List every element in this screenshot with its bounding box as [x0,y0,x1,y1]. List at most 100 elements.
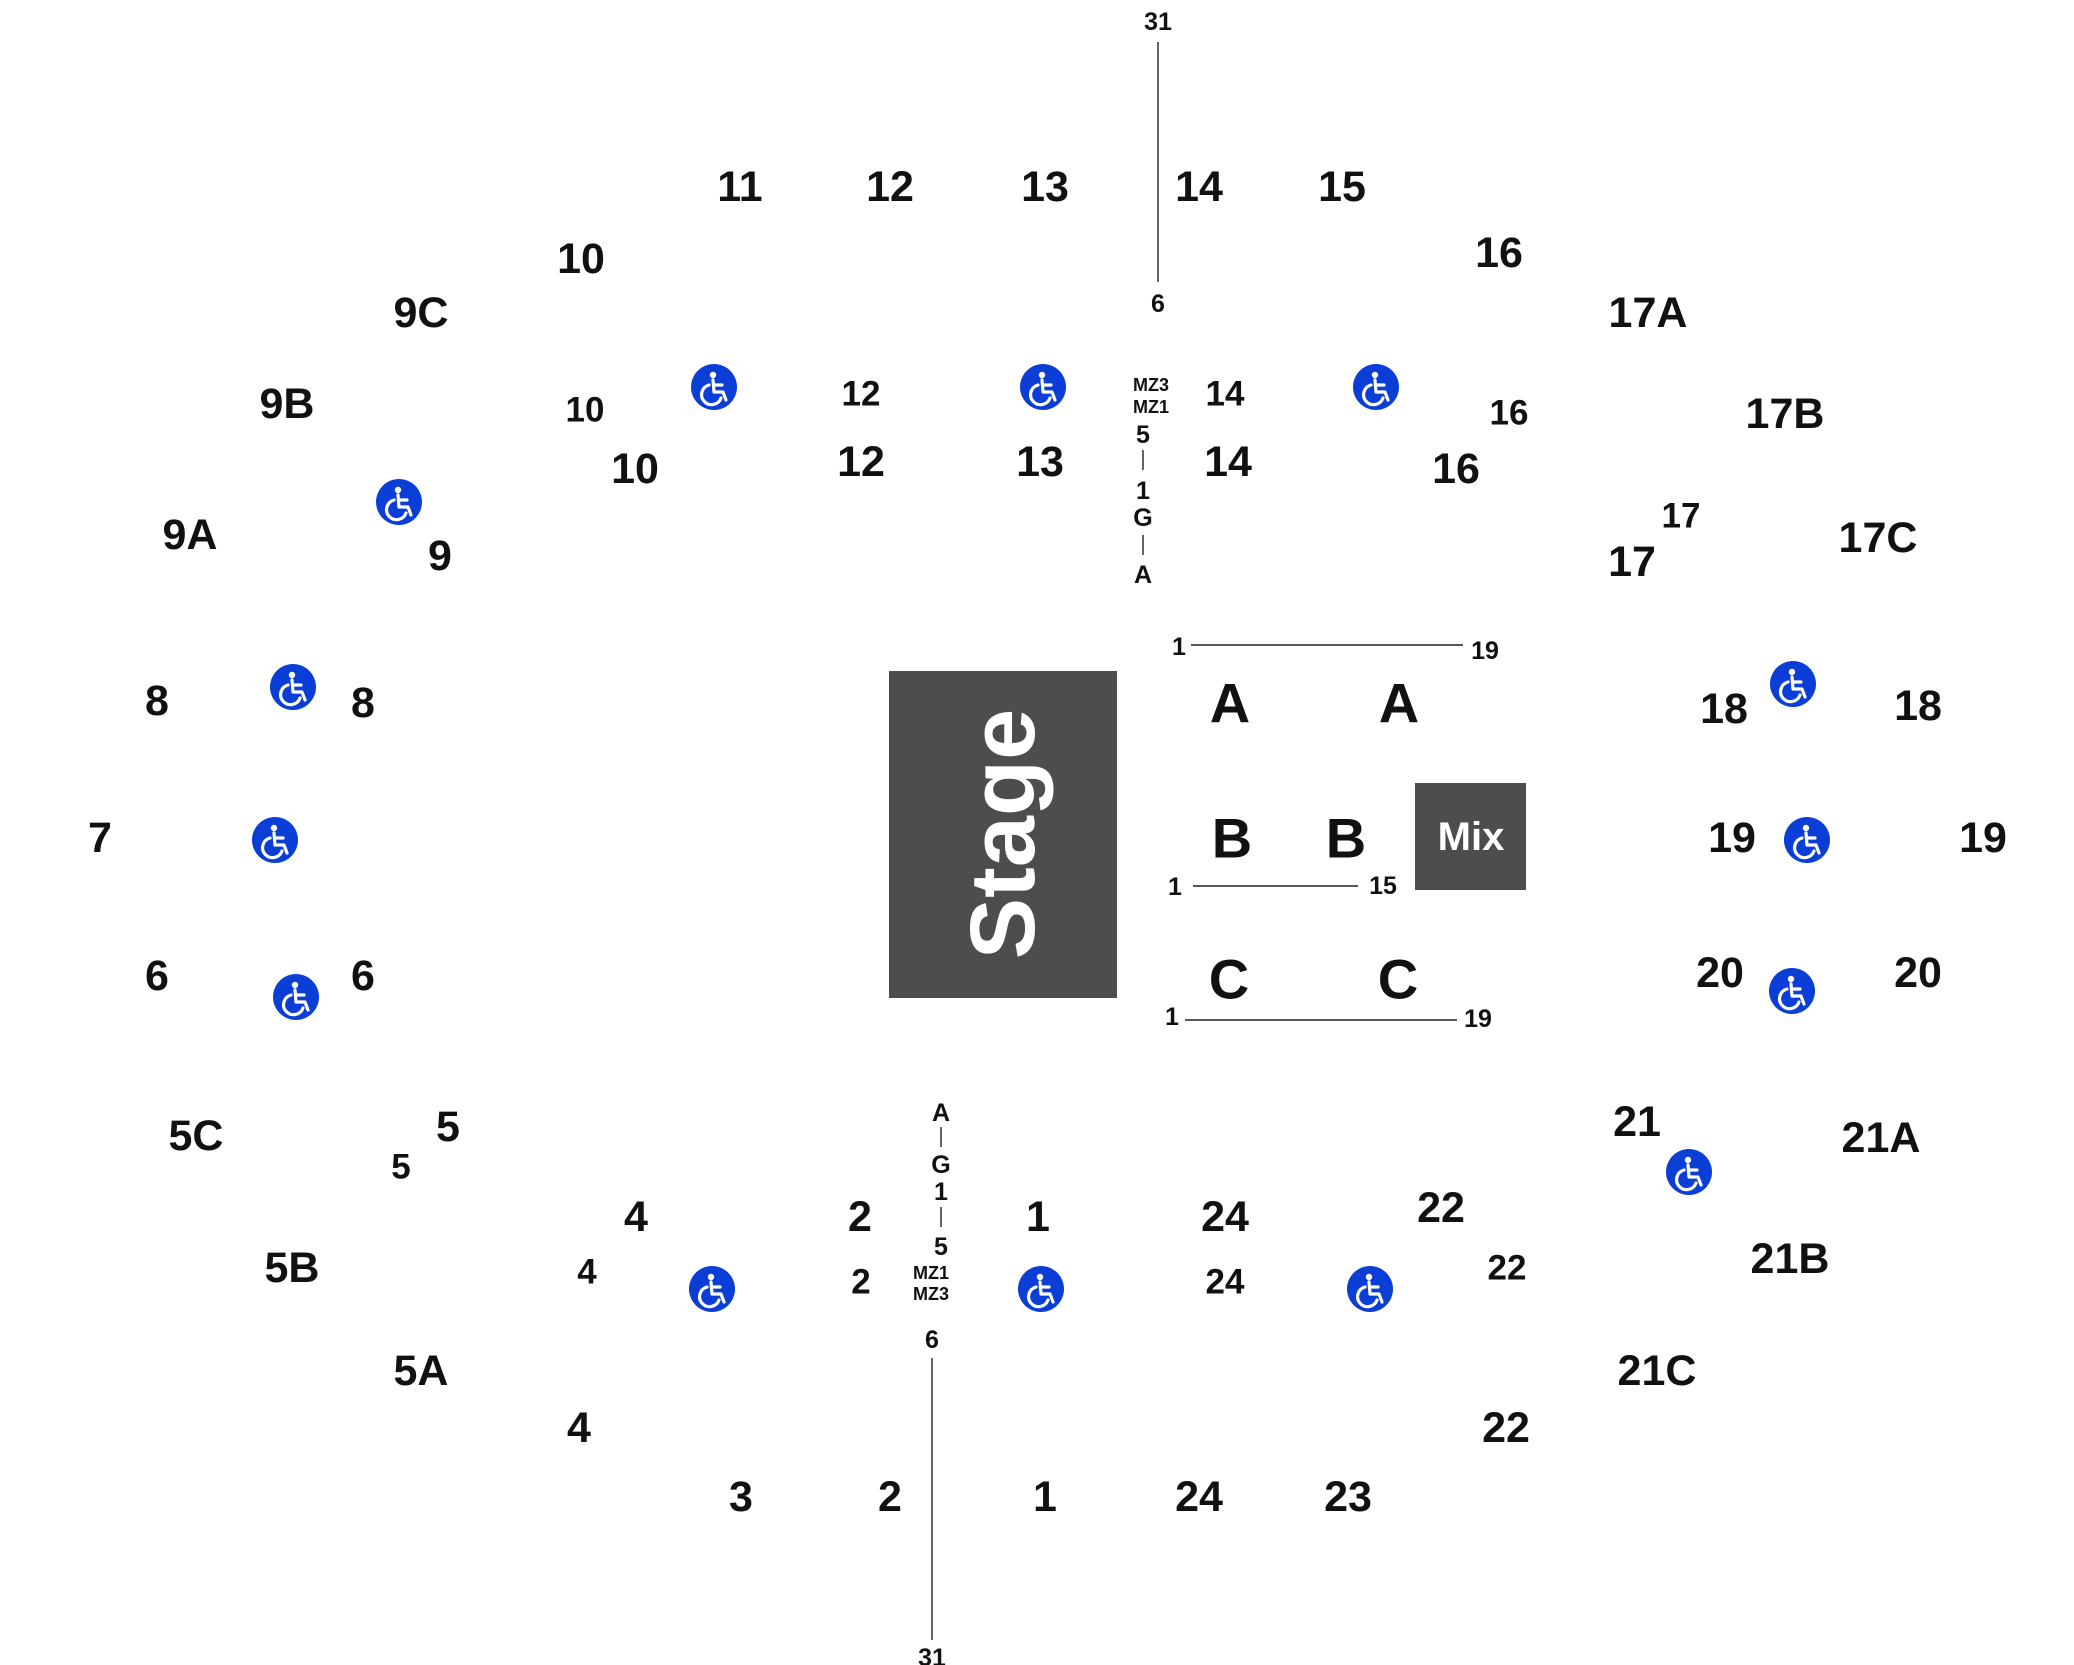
aisle-row-label: 5 [1136,421,1150,449]
section-label[interactable]: 13 [1016,438,1064,486]
section-label[interactable]: 24 [1206,1263,1245,1302]
section-label[interactable]: 4 [567,1404,591,1452]
section-label[interactable]: 24 [1175,1473,1223,1521]
section-label[interactable]: 12 [866,163,914,211]
section-label[interactable]: 14 [1175,163,1223,211]
section-label[interactable]: 20 [1696,949,1744,997]
section-label[interactable]: 11 [717,163,762,211]
section-label[interactable]: 1 [1033,1473,1057,1521]
section-label[interactable]: 17A [1609,289,1688,337]
mix-label: Mix [1438,815,1505,859]
section-label[interactable]: 22 [1488,1249,1527,1288]
stage-label: Stage [952,709,1054,960]
section-label[interactable]: 5C [169,1112,224,1160]
section-label[interactable]: 5 [391,1148,410,1187]
stage[interactable]: Stage [889,671,1117,998]
section-label[interactable]: 17 [1662,497,1701,536]
wheelchair-icon[interactable] [1782,815,1832,865]
aisle-row-label: A [932,1099,950,1127]
aisle-row-label: MZ1 [913,1263,949,1283]
wheelchair-icon[interactable] [689,362,739,412]
section-label[interactable]: 9A [163,511,218,559]
section-label[interactable]: 5B [265,1244,320,1292]
section-label[interactable]: 5 [436,1103,460,1151]
aisle-row-label: 1 [934,1178,948,1206]
section-label[interactable]: 2 [848,1193,872,1241]
wheelchair-icon[interactable] [687,1264,737,1314]
section-label[interactable]: 21 [1613,1098,1661,1146]
wheelchair-icon[interactable] [1664,1147,1714,1197]
wheelchair-icon[interactable] [1016,1264,1066,1314]
floor-row-label[interactable]: B [1212,807,1252,870]
section-label[interactable]: 6 [351,952,375,1000]
wheelchair-icon[interactable] [250,815,300,865]
section-label[interactable]: 15 [1318,163,1366,211]
section-label[interactable]: 17C [1839,514,1918,562]
wheelchair-icon[interactable] [271,972,321,1022]
seat-number: 19 [1471,637,1499,665]
section-label[interactable]: 18 [1700,685,1748,733]
section-label[interactable]: 4 [624,1193,648,1241]
mix-booth[interactable]: Mix [1415,783,1526,890]
section-label[interactable]: 12 [842,375,881,414]
section-label[interactable]: 3 [729,1473,753,1521]
aisle-top-labels: 31 6 MZ3 MZ1 5 1 G A [1133,8,1172,589]
wheelchair-icon[interactable] [1351,362,1401,412]
floor-rows: A A B B C C 1 19 1 15 1 19 [1165,633,1499,1033]
floor-row-label[interactable]: C [1209,948,1249,1011]
section-label[interactable]: 16 [1490,394,1529,433]
section-label[interactable]: 18 [1894,682,1942,730]
section-label[interactable]: 16 [1475,229,1523,277]
section-label[interactable]: 17 [1608,538,1656,586]
section-label[interactable]: 14 [1206,375,1245,414]
section-label[interactable]: 10 [557,235,605,283]
section-label[interactable]: 21B [1751,1235,1830,1283]
section-label[interactable]: 6 [145,952,169,1000]
aisle-row-label: 5 [934,1233,948,1261]
section-label[interactable]: 5A [394,1347,449,1395]
section-label[interactable]: 9 [428,532,452,580]
wheelchair-icon[interactable] [1768,659,1818,709]
section-label[interactable]: 8 [351,679,375,727]
section-label[interactable]: 2 [878,1473,902,1521]
section-label[interactable]: 10 [566,391,605,430]
section-label[interactable]: 21C [1618,1347,1697,1395]
aisle-row-label: G [931,1151,950,1179]
section-label[interactable]: 23 [1324,1473,1372,1521]
floor-row-label[interactable]: A [1379,672,1419,735]
section-label[interactable]: 13 [1021,163,1069,211]
section-label[interactable]: 24 [1201,1193,1249,1241]
section-label[interactable]: 10 [611,445,659,493]
aisle-lines [931,42,1463,1640]
section-label[interactable]: 21A [1842,1114,1921,1162]
floor-row-label[interactable]: C [1378,948,1418,1011]
wheelchair-icon[interactable] [1018,362,1068,412]
lower-ring-sections: 10 12 14 16 10 12 13 14 16 9 17 17 8 18 … [351,375,1756,1302]
section-label[interactable]: 14 [1204,438,1252,486]
wheelchair-icon[interactable] [1345,1264,1395,1314]
aisle-row-label: 1 [1136,477,1150,505]
wheelchair-icon[interactable] [268,662,318,712]
section-label[interactable]: 22 [1482,1404,1530,1452]
section-label[interactable]: 12 [837,438,885,486]
section-label[interactable]: 2 [851,1263,870,1302]
section-label[interactable]: 17B [1746,390,1825,438]
section-label[interactable]: 9C [394,289,449,337]
aisle-row-label: MZ1 [1133,397,1169,417]
section-label[interactable]: 4 [577,1253,597,1292]
upper-ring-sections: 11 12 13 14 15 10 16 9C 17A 9B 17B 9A 17… [88,163,2007,1521]
section-label[interactable]: 22 [1417,1184,1465,1232]
section-label[interactable]: 16 [1432,445,1480,493]
wheelchair-icon[interactable] [1767,966,1817,1016]
floor-row-label[interactable]: B [1326,807,1366,870]
section-label[interactable]: 8 [145,677,169,725]
section-label[interactable]: 9B [260,380,315,428]
seat-number: 1 [1168,873,1182,901]
section-label[interactable]: 7 [88,814,112,862]
section-label[interactable]: 19 [1959,814,2007,862]
section-label[interactable]: 1 [1026,1193,1050,1241]
section-label[interactable]: 20 [1894,949,1942,997]
wheelchair-icon[interactable] [374,477,424,527]
section-label[interactable]: 19 [1708,814,1756,862]
floor-row-label[interactable]: A [1210,672,1250,735]
